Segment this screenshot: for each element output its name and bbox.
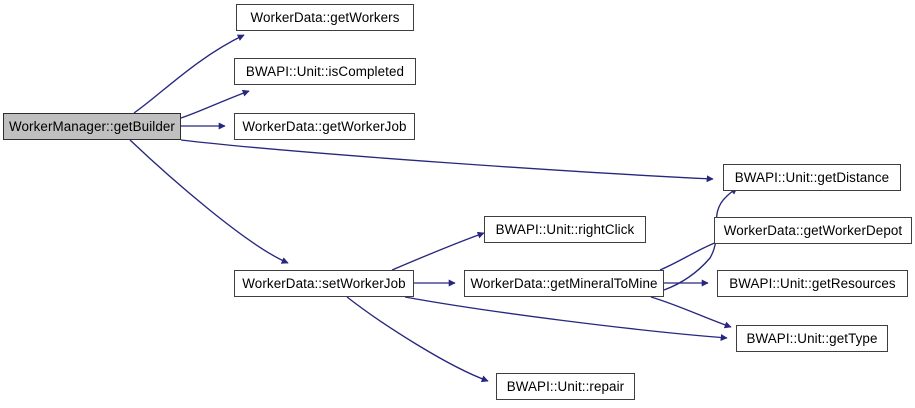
edge-getBuilder-to-getDistance xyxy=(180,139,714,183)
node-label-isCompleted: BWAPI::Unit::isCompleted xyxy=(245,63,405,79)
node-getDistance[interactable]: BWAPI::Unit::getDistance xyxy=(723,164,901,191)
node-label-getWorkerDepot: WorkerData::getWorkerDepot xyxy=(723,222,903,238)
edge-setWorkerJob-to-getType xyxy=(404,296,728,342)
node-label-getWorkers: WorkerData::getWorkers xyxy=(250,9,400,25)
edge-setWorkerJob-to-rightClick xyxy=(391,231,485,271)
node-label-getWorkerJob: WorkerData::getWorkerJob xyxy=(242,118,407,134)
node-repair[interactable]: BWAPI::Unit::repair xyxy=(496,373,635,400)
node-getWorkerDepot[interactable]: WorkerData::getWorkerDepot xyxy=(714,217,912,244)
node-label-getDistance: BWAPI::Unit::getDistance xyxy=(734,169,890,185)
node-getResources[interactable]: BWAPI::Unit::getResources xyxy=(717,270,908,297)
node-isCompleted[interactable]: BWAPI::Unit::isCompleted xyxy=(234,58,416,85)
edge-getBuilder-to-getWorkers xyxy=(133,34,245,114)
node-setWorkerJob[interactable]: WorkerData::setWorkerJob xyxy=(234,270,414,297)
edge-setWorkerJob-to-repair xyxy=(346,296,489,383)
node-label-repair: BWAPI::Unit::repair xyxy=(506,378,625,394)
node-label-getType: BWAPI::Unit::getType xyxy=(746,330,878,346)
node-label-getMineralToMine: WorkerData::getMineralToMine xyxy=(470,275,658,291)
edge-getMineralToMine-to-getType xyxy=(650,296,732,329)
node-label-getBuilder: WorkerManager::getBuilder xyxy=(9,118,175,134)
node-getType[interactable]: BWAPI::Unit::getType xyxy=(736,325,888,352)
node-label-getResources: BWAPI::Unit::getResources xyxy=(729,275,896,291)
node-label-setWorkerJob: WorkerData::setWorkerJob xyxy=(242,275,406,291)
node-label-rightClick: BWAPI::Unit::rightClick xyxy=(495,221,635,237)
node-getMineralToMine[interactable]: WorkerData::getMineralToMine xyxy=(464,270,664,297)
node-getWorkers[interactable]: WorkerData::getWorkers xyxy=(236,4,414,31)
edge-getBuilder-to-setWorkerJob xyxy=(129,139,289,264)
node-getWorkerJob[interactable]: WorkerData::getWorkerJob xyxy=(234,113,415,140)
node-rightClick[interactable]: BWAPI::Unit::rightClick xyxy=(484,216,646,243)
node-getBuilder[interactable]: WorkerManager::getBuilder xyxy=(3,113,181,140)
